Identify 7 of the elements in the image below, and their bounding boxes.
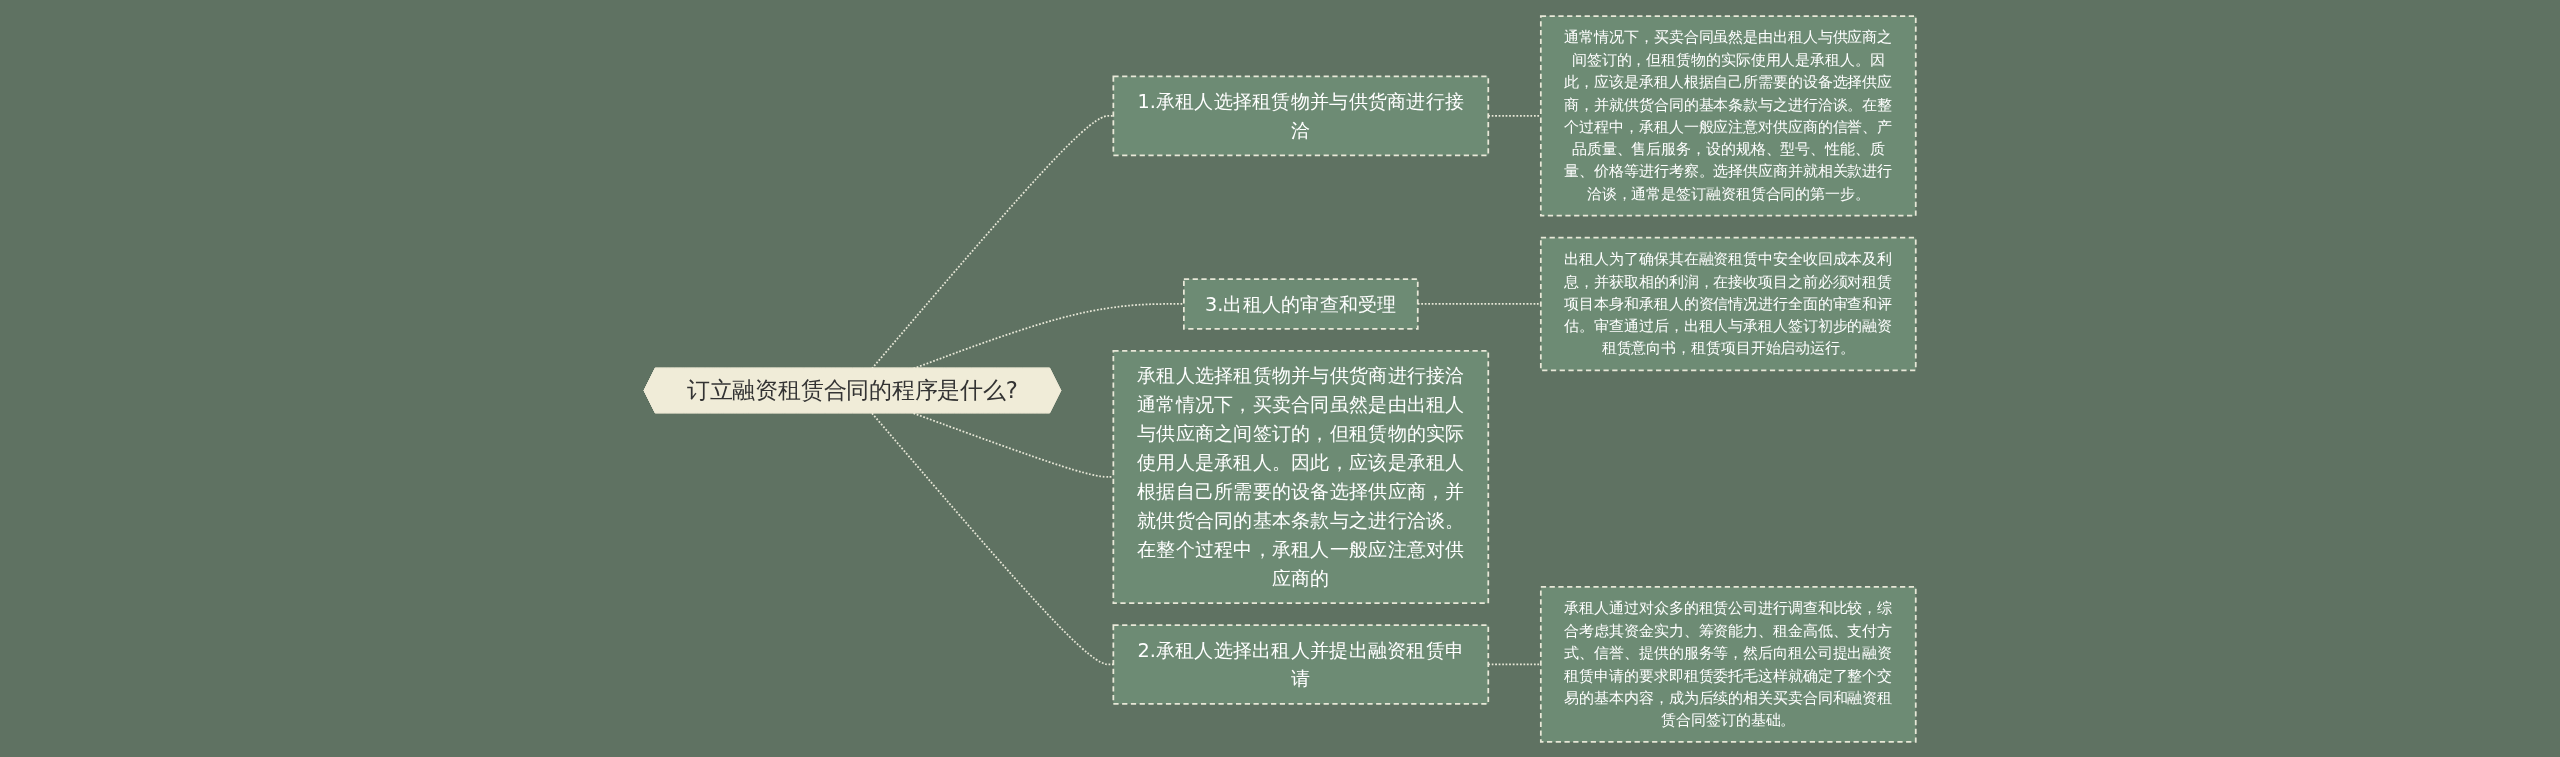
node-box: 1.承租人选择租赁物并与供货商进行接洽 — [1112, 75, 1490, 156]
node-box: 出租人为了确保其在融资租赁中安全收回成本及利息，并获取相的利润，在接收项目之前必须对租赁项目本身和承租人的资信情况进行全面的审查和评估。审查通过后，出租人与承租人签订初步的融资租赁意向书，租赁项目开始启动运行。 — [1540, 236, 1917, 371]
node-box: 3.出租人的审查和受理 — [1183, 277, 1419, 330]
node-box: 通常情况下，买卖合同虽然是由出租人与供应商之间签订的，但租赁物的实际使用人是承租人。因此，应该是承租人根据自己所需要的设备选择供应商，并就供货合同的基本条款与之进行洽谈。在整个过程中，承租人一般应注意对供应商的信誉、产品质量、售后服务，设的规格、型号、性能、质量、价格等进行考察。选择供应商并就相关款进行洽谈，通常是签订融资租赁合同的第一步。 — [1540, 14, 1917, 217]
node-box: 承租人选择租赁物并与供货商进行接洽通常情况下，买卖合同虽然是由出租人与供应商之间签订的，但租赁物的实际使用人是承租人。因此，应该是承租人根据自己所需要的设备选择供应商，并就供货合同的基本条款与之进行洽谈。在整个过程中，承租人一般应注意对供应商的 — [1112, 349, 1490, 604]
node-box: 承租人通过对众多的租赁公司进行调查和比较，综合考虑其资金实力、筹资能力、租金高低、支付方式、信誉、提供的服务等，然后向租公司提出融资租赁申请的要求即租赁委托毛这样就确定了整个交易的基本内容，成为后续的相关买卖合同和融资租赁合同签订的基础。 — [1540, 585, 1917, 743]
node-box: 2.承租人选择出租人并提出融资租赁申请 — [1112, 623, 1490, 705]
